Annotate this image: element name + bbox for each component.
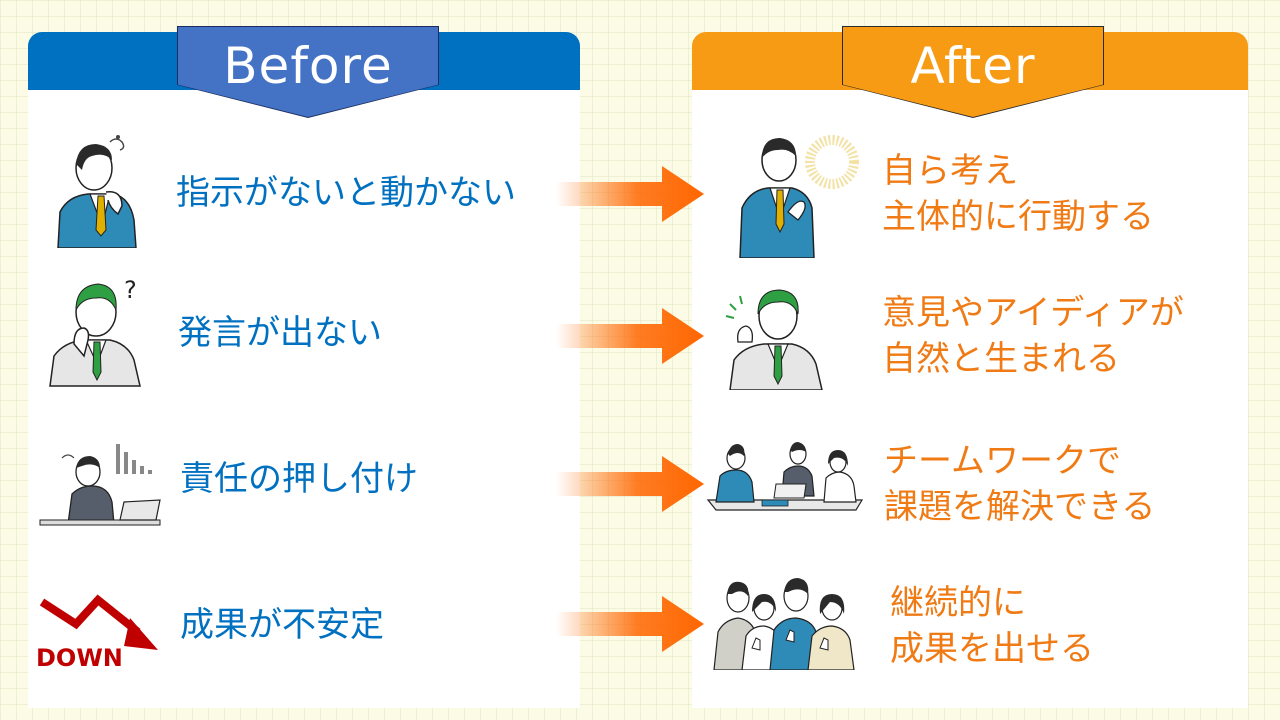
- after-item-4-line2: 成果を出せる: [890, 629, 1094, 669]
- thumbs-up-team-icon: [713, 578, 855, 670]
- before-item-1: 指示がないと動かない: [176, 173, 516, 213]
- before-item-2: 発言が出ない: [178, 313, 382, 353]
- after-item-3-line2: 課題を解決できる: [884, 487, 1156, 527]
- stressed-worker-icon: [39, 444, 161, 526]
- svg-text:?: ?: [124, 276, 137, 304]
- confused-man-icon: ?: [49, 276, 141, 387]
- thinking-man-icon: [57, 135, 137, 248]
- after-item-2-line2: 自然と生まれる: [882, 339, 1120, 379]
- down-badge: DOWN: [36, 644, 123, 672]
- team-meeting-icon: [706, 442, 864, 511]
- right-arrow-icon: [556, 456, 704, 512]
- right-arrow-icon: [556, 166, 704, 222]
- right-arrow-icon: [556, 308, 704, 364]
- before-item-3: 責任の押し付け: [180, 459, 418, 499]
- after-item-4-line1: 継続的に: [890, 583, 1026, 623]
- after-title: After: [910, 37, 1036, 95]
- after-item-3-line1: チームワークで: [884, 441, 1121, 481]
- after-item-2-line1: 意見やアイディアが: [882, 293, 1184, 333]
- idea-man-icon: [725, 289, 823, 390]
- before-title: Before: [223, 37, 393, 95]
- after-item-1-line2: 主体的に行動する: [882, 197, 1154, 237]
- down-trend-icon: DOWN: [36, 594, 158, 672]
- confident-man-icon: [739, 135, 859, 258]
- after-item-1-line1: 自ら考え: [882, 151, 1018, 191]
- before-item-4: 成果が不安定: [180, 605, 384, 645]
- right-arrow-icon: [556, 596, 704, 652]
